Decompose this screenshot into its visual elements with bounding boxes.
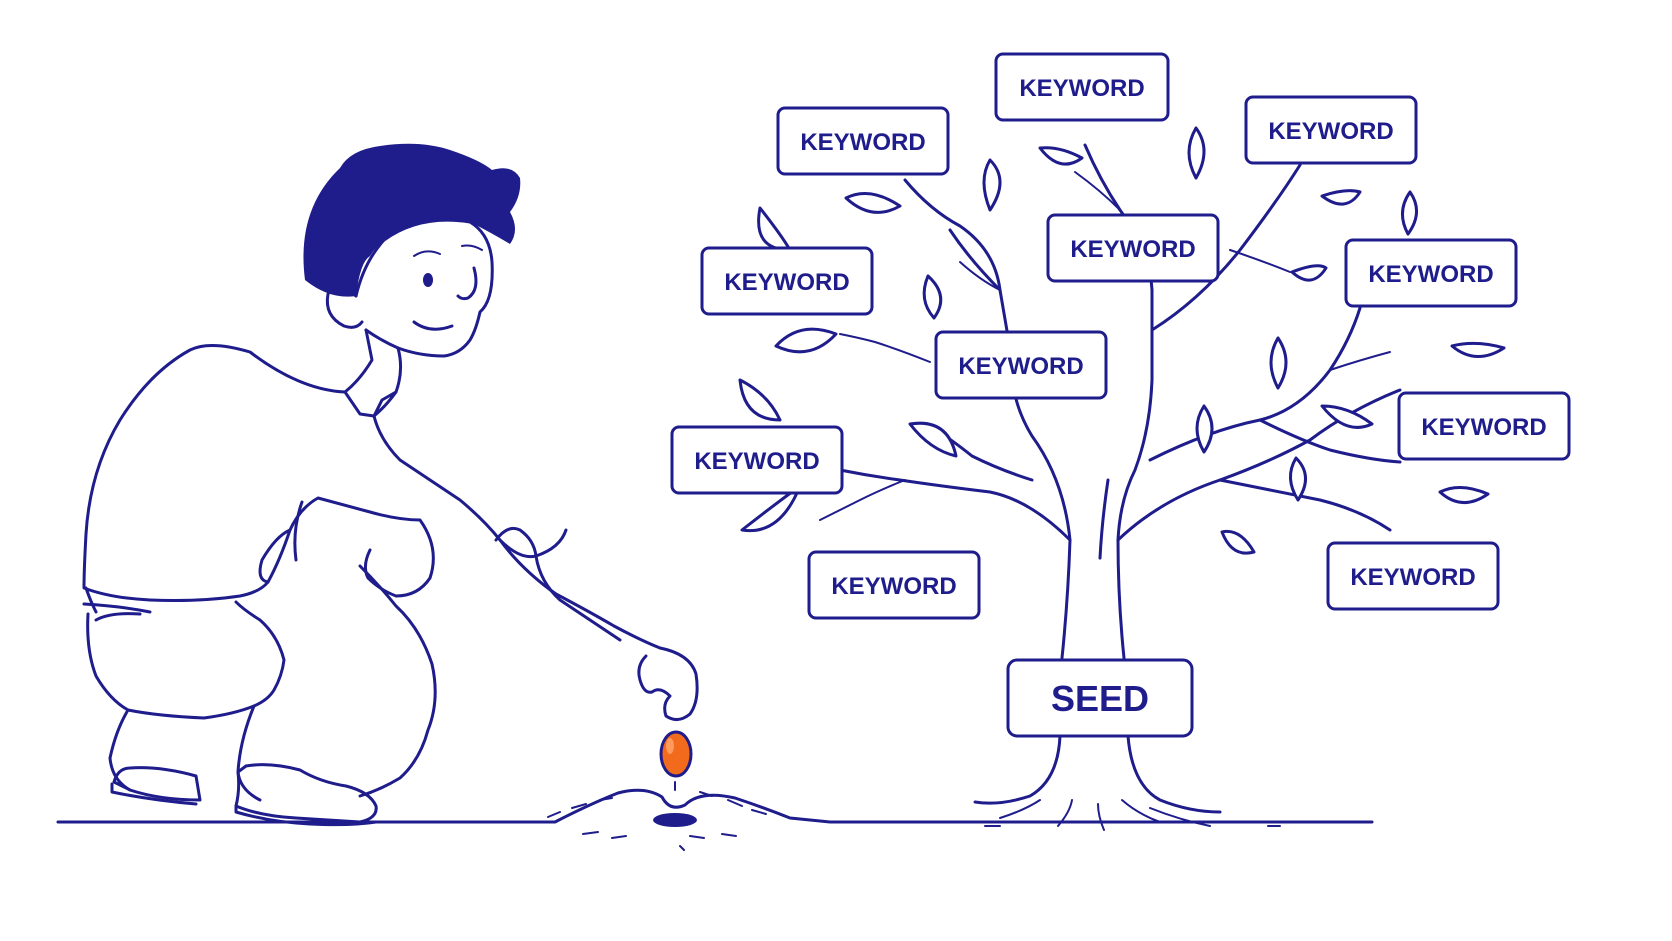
keyword-label-text: KEYWORD	[1421, 414, 1546, 441]
leaf	[844, 192, 902, 214]
keyword-labels: KEYWORD KEYWORD KEYWORD KEYWORD KEYWORD …	[670, 52, 1571, 738]
tree-roots	[959, 734, 1281, 831]
seed-highlight	[666, 738, 674, 754]
tree-leaves	[738, 126, 1506, 555]
keyword-label: KEYWORD	[1397, 391, 1571, 461]
keyword-label-text: KEYWORD	[1350, 564, 1475, 591]
keyword-label: KEYWORD	[1326, 541, 1500, 611]
keyword-label-text: KEYWORD	[831, 573, 956, 600]
keyword-label: KEYWORD	[994, 52, 1170, 122]
leaf	[1195, 404, 1214, 454]
keyword-label: KEYWORD	[1244, 95, 1418, 165]
leaf	[1038, 146, 1084, 166]
keyword-label: KEYWORD	[1046, 213, 1220, 283]
keyword-label-text: KEYWORD	[694, 448, 819, 475]
leaf	[982, 158, 1002, 212]
keyword-label: KEYWORD	[700, 246, 874, 316]
face	[354, 218, 494, 358]
leaf	[1187, 126, 1206, 180]
shoe	[234, 763, 378, 824]
tree-branches	[819, 143, 1402, 542]
keyword-label-text: KEYWORD	[1368, 261, 1493, 288]
shoe	[112, 766, 202, 802]
person-planting-seed	[82, 143, 699, 827]
keyword-label-text: KEYWORD	[958, 353, 1083, 380]
leaf	[1220, 529, 1256, 555]
leaf	[1290, 264, 1328, 282]
leaf	[922, 274, 943, 320]
seed-label: SEED	[1006, 658, 1194, 738]
eye	[423, 273, 433, 287]
hair	[303, 143, 521, 297]
keyword-label-text: KEYWORD	[1070, 236, 1195, 263]
tree-trunk	[1010, 288, 1154, 660]
keyword-label: KEYWORD	[807, 550, 981, 620]
leaf	[774, 327, 838, 354]
leaf	[1401, 190, 1418, 236]
leaf	[908, 421, 958, 458]
shirt	[82, 344, 347, 602]
keyword-label-text: KEYWORD	[724, 269, 849, 296]
leaf	[1320, 189, 1362, 206]
ear	[325, 286, 364, 329]
leaf	[1450, 341, 1506, 358]
leaf	[1269, 336, 1288, 390]
leaf	[1320, 404, 1374, 429]
keyword-label: KEYWORD	[934, 330, 1108, 400]
leaf	[1438, 486, 1490, 504]
hand	[637, 646, 699, 721]
leaf	[740, 484, 802, 533]
leaf	[1289, 456, 1307, 502]
seed	[659, 730, 693, 778]
keyword-label: KEYWORD	[670, 425, 844, 495]
keyword-label-text: KEYWORD	[1268, 118, 1393, 145]
planting-hole	[653, 813, 697, 827]
keyword-label-text: KEYWORD	[800, 129, 925, 156]
leaf	[757, 206, 792, 252]
keyword-label: KEYWORD	[1344, 238, 1518, 308]
ground	[56, 757, 1374, 851]
leaf	[738, 378, 782, 422]
seed-label-text: SEED	[1051, 678, 1149, 719]
legs	[86, 600, 286, 720]
keyword-label-text: KEYWORD	[1019, 75, 1144, 102]
keyword-label: KEYWORD	[776, 106, 950, 176]
